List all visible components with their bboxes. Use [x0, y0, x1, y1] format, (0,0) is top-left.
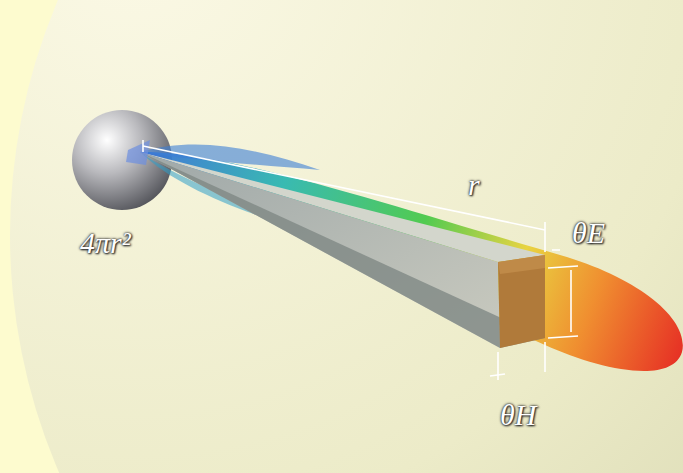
source-patch — [126, 140, 150, 165]
theta-h-extension-right — [544, 342, 546, 372]
theta-e-extension-top — [548, 266, 578, 268]
r-tick-start — [142, 140, 144, 152]
dimension-lines — [143, 140, 578, 380]
theta-e-dimension — [570, 270, 572, 332]
theta-top-tick — [552, 249, 560, 251]
theta-e-extension-bottom — [548, 336, 578, 338]
pyramid-face — [498, 255, 545, 348]
theta-h-dimension — [490, 374, 505, 376]
area-label: 4πr² — [80, 228, 131, 258]
r-tick-end — [544, 222, 546, 252]
radius-label: r — [468, 170, 480, 200]
angle-label: θH — [500, 400, 536, 430]
angle-label: θE — [572, 218, 605, 248]
pyramid-bottom — [140, 152, 545, 348]
radiation-lobe — [140, 152, 683, 371]
face-highlight — [498, 255, 545, 274]
r-dimension-line — [143, 146, 545, 230]
large-sphere — [10, 0, 683, 473]
